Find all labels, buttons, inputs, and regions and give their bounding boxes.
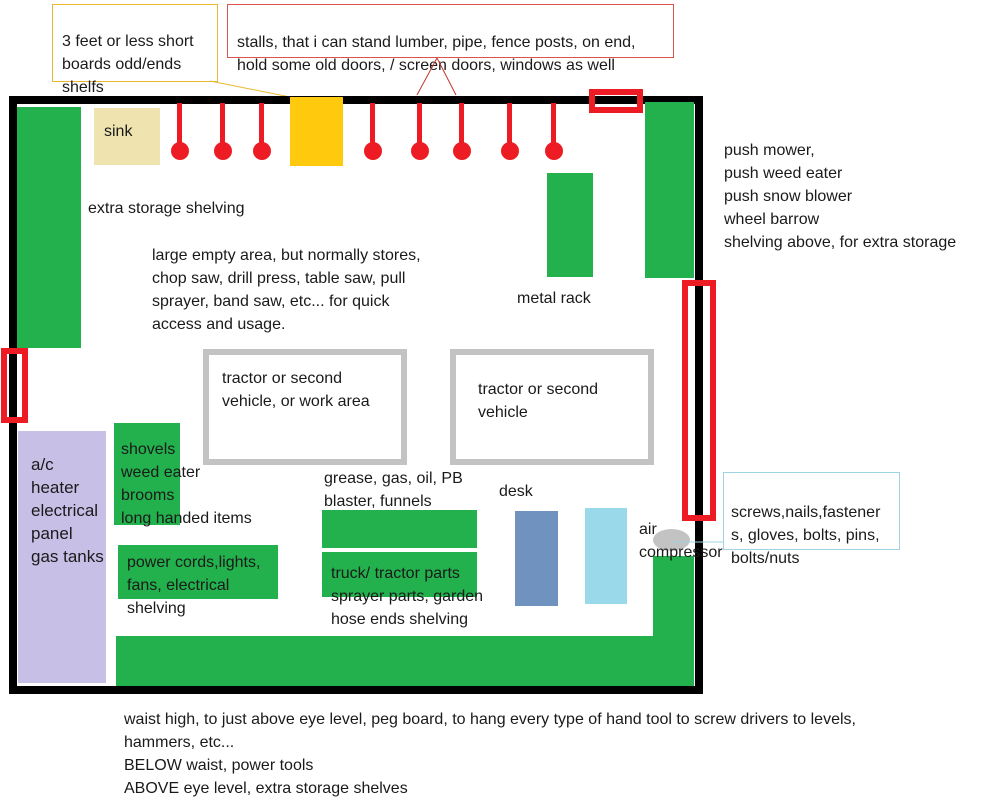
metal-rack-label: metal rack <box>517 290 591 307</box>
fasteners-text: screws,nails,fastener s, gloves, bolts, … <box>731 504 881 567</box>
stalls-text: stalls, that i can stand lumber, pipe, f… <box>237 34 636 74</box>
long-handled-tools-rack <box>114 423 180 525</box>
stall-peg <box>507 103 512 149</box>
stalls-callout: stalls, that i can stand lumber, pipe, f… <box>227 4 674 74</box>
stalls-pointer-right <box>436 57 457 96</box>
stall-peg-end <box>453 142 471 160</box>
right-wall-door <box>682 280 716 521</box>
stall-peg-end <box>171 142 189 160</box>
tractor-left-label: tractor or second vehicle, or work area <box>222 370 370 410</box>
tractor-area-right <box>450 349 654 465</box>
metal-rack <box>547 173 593 277</box>
extra-storage-shelving <box>17 107 81 348</box>
stalls-pointer-left <box>416 57 438 96</box>
sink-label: sink <box>104 123 133 140</box>
short-boards-callout: 3 feet or less short boards odd/ends she… <box>52 4 218 96</box>
stall-peg <box>259 103 264 149</box>
tractor-area-left <box>203 349 407 465</box>
desk <box>515 511 558 606</box>
stall-peg-end <box>501 142 519 160</box>
stall-peg-end <box>253 142 271 160</box>
mower-note: push mower, push weed eater push snow bl… <box>724 142 957 251</box>
stall-peg-end <box>411 142 429 160</box>
ac-panel-label: a/c heater electrical panel gas tanks <box>31 455 104 566</box>
grease-shelving <box>322 510 477 548</box>
short-boards-shelf <box>290 97 343 166</box>
truck-parts-label: truck/ tractor parts sprayer parts, gard… <box>331 565 484 628</box>
large-area-label: large empty area, but normally stores, c… <box>152 247 421 333</box>
stall-peg-end <box>364 142 382 160</box>
peg-board-wall-bottom <box>116 636 694 686</box>
stall-peg <box>551 103 556 149</box>
desk-side-table <box>585 508 627 604</box>
power-cords-label: power cords,lights, fans, electrical she… <box>127 554 261 617</box>
air-compressor <box>653 529 690 551</box>
long-handled-tools-label: shovels weed eater brooms long handed it… <box>121 441 252 527</box>
stall-peg <box>370 103 375 149</box>
grease-label: grease, gas, oil, PB blaster, funnels <box>324 470 463 510</box>
stall-peg-end <box>545 142 563 160</box>
truck-parts-shelving <box>322 552 477 597</box>
short-boards-text: 3 feet or less short boards odd/ends she… <box>62 33 194 96</box>
power-cords-shelving <box>118 545 278 599</box>
stall-peg <box>459 103 464 149</box>
left-wall-door <box>1 348 28 423</box>
tractor-right-label: tractor or second vehicle <box>478 381 599 421</box>
stall-peg-end <box>214 142 232 160</box>
peg-board-note: waist high, to just above eye level, peg… <box>124 711 856 797</box>
air-compressor-label: air compressor <box>639 521 723 561</box>
desk-label: desk <box>499 483 533 500</box>
garage-walls <box>9 96 703 694</box>
stall-peg <box>177 103 182 149</box>
mower-shelving <box>645 102 694 278</box>
stall-peg <box>417 103 422 149</box>
stall-peg <box>220 103 225 149</box>
top-door-opening <box>589 89 643 113</box>
ac-panel <box>18 431 106 683</box>
sink <box>94 108 160 165</box>
extra-storage-label: extra storage shelving <box>88 200 245 217</box>
fasteners-callout: screws,nails,fastener s, gloves, bolts, … <box>723 472 900 567</box>
